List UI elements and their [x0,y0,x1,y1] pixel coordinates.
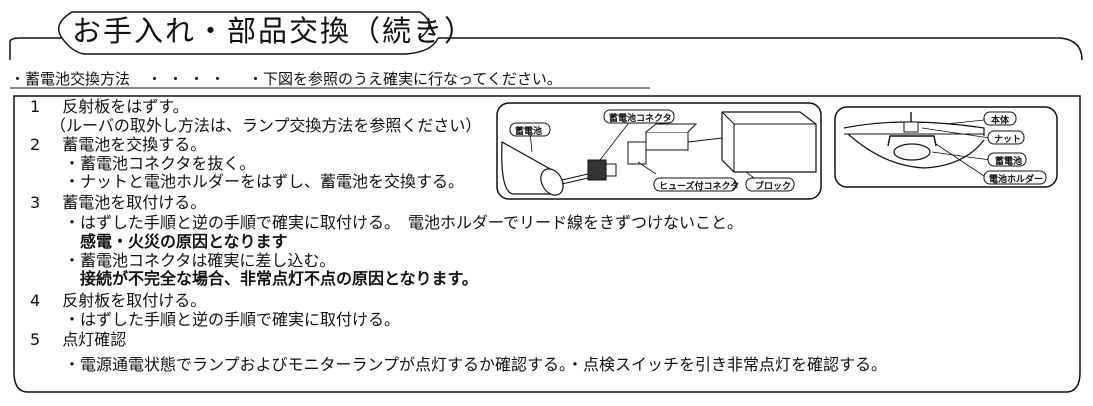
subtitle-dots: ・・・・ [147,70,232,88]
label-nut: ナット [994,135,1022,145]
step-1-heading: 反射板をはずす。 [62,97,189,116]
label-battery: 蓄電池 [515,127,543,137]
step-1-title: 1 反射板をはずす。 [30,98,189,116]
label-fuse-connector: ヒューズ付コネクタ [659,182,740,192]
label-battery-connector: 蓄電池コネクタ [609,114,672,124]
battery-connector-figure [496,102,822,200]
step-5-heading: 点灯確認 [62,330,127,349]
step-3-line-1: ・はずした手順と逆の手順で確実に取付ける。 電池ホルダーでリード線をきずつけない… [64,213,744,232]
section-subtitle: ・蓄電池交換方法・・・・・下図を参照のうえ確実に行なってください。 [10,68,562,89]
step-2-heading: 蓄電池を交換する。 [62,135,207,154]
step-4-title: 4 反射板を取付ける。 [30,292,206,310]
step-3-line-3: ・蓄電池コネクタは確実に差し込む。 [64,251,336,270]
step-4-number: 4 [30,291,41,310]
step-3-number: 3 [30,193,41,212]
page-title: お手入れ・部品交換（続き） [72,14,476,48]
step-3-warning: 感電・火災の原因となります [80,232,288,251]
subtitle-left: ・蓄電池交換方法 [10,70,131,88]
label-holder-battery: 蓄電池 [995,157,1023,167]
step-1-number: 1 [30,97,41,116]
label-body: 本体 [991,116,1010,126]
step-4-heading: 反射板を取付ける。 [62,291,207,310]
step-1-line-1: （ルーバの取外し方法は、ランプ交換方法を参照ください） [50,116,482,135]
step-5-line-1: ・電源通電状態でランプおよびモニターランプが点灯するか確認する。・点検スイッチを… [64,355,888,374]
step-5-number: 5 [30,330,41,349]
subtitle-right: ・下図を参照のうえ確実に行なってください。 [248,70,562,88]
battery-holder-figure [834,106,1058,188]
step-3-caution: 接続が不完全な場合、非常点灯不点の原因となります。 [80,269,478,288]
step-2-title: 2 蓄電池を交換する。 [30,136,206,154]
step-3-title: 3 蓄電池を取付ける。 [30,194,206,212]
step-3-heading: 蓄電池を取付ける。 [62,193,207,212]
label-block: ブロック [755,182,792,192]
step-2-line-1: ・蓄電池コネクタを抜く。 [64,154,256,173]
step-2-line-2: ・ナットと電池ホルダーをはずし、蓄電池を交換する。 [64,172,465,191]
step-4-line-1: ・はずした手順と逆の手順で確実に取付ける。 [64,310,401,329]
step-2-number: 2 [30,135,41,154]
step-5-title: 5 点灯確認 [30,331,126,349]
label-battery-holder: 電池ホルダー [989,175,1044,185]
